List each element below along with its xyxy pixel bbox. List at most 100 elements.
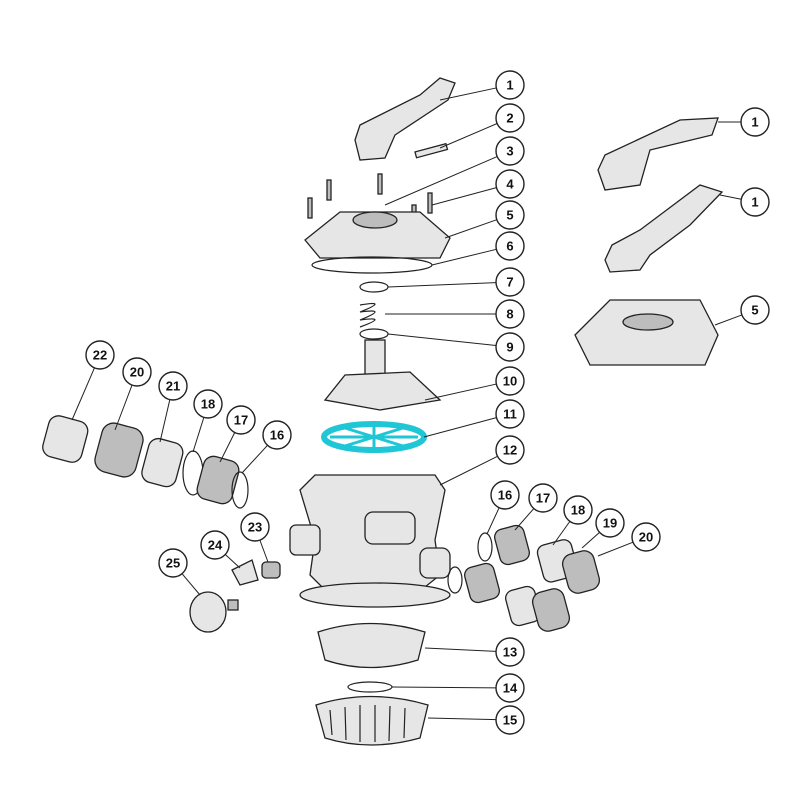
callout-label: 24 — [208, 538, 223, 553]
part-cover — [304, 211, 451, 259]
callout-part-14: 14 — [495, 673, 525, 703]
callout-part-3: 3 — [495, 136, 525, 166]
part-drain — [189, 559, 281, 633]
callouts: 1234567891011121314151152220211817162324… — [85, 70, 770, 735]
callout-part-1: 1 — [740, 187, 770, 217]
part-spring — [359, 302, 376, 328]
callout-circle — [495, 435, 525, 465]
callout-circle — [495, 637, 525, 667]
callout-circle — [200, 530, 230, 560]
callout-circle — [495, 200, 525, 230]
part-base — [317, 622, 426, 669]
part-rotor-gasket-highlighted — [321, 421, 427, 453]
part-rotor — [323, 371, 442, 411]
leader-line — [431, 248, 497, 266]
callout-label: 8 — [506, 307, 513, 322]
callout-part-15: 15 — [495, 705, 525, 735]
leader-line — [423, 417, 497, 438]
callout-label: 22 — [93, 348, 107, 363]
leader-line — [424, 647, 497, 652]
callout-circle — [122, 357, 152, 387]
callout-part-5: 5 — [740, 295, 770, 325]
part-body-port — [419, 547, 451, 579]
callout-part-21: 21 — [158, 371, 188, 401]
part-left-union — [42, 415, 249, 509]
leader-line — [714, 314, 743, 326]
callout-circle — [262, 420, 292, 450]
callout-part-7: 7 — [495, 267, 525, 297]
callout-part-1: 1 — [740, 107, 770, 137]
callout-label: 19 — [603, 516, 617, 531]
callout-part-8: 8 — [495, 299, 525, 329]
part-body-port — [364, 511, 416, 545]
part-body-port — [289, 524, 321, 556]
callout-circle — [740, 107, 770, 137]
leader-line — [387, 282, 497, 288]
callout-label: 12 — [503, 443, 517, 458]
callout-circle — [495, 332, 525, 362]
callout-label: 23 — [248, 520, 262, 535]
leader-line — [597, 541, 634, 557]
part-handle-alt — [597, 117, 719, 191]
callout-circle — [495, 399, 525, 429]
callout-label: 16 — [270, 428, 284, 443]
leader-line — [427, 717, 497, 721]
callout-label: 4 — [506, 177, 514, 192]
callout-circle — [495, 366, 525, 396]
callout-part-12: 12 — [495, 435, 525, 465]
callout-circle — [495, 136, 525, 166]
part-basket-slots — [329, 705, 406, 742]
leader-line — [259, 539, 269, 563]
part-washer — [359, 328, 389, 340]
callout-circle — [495, 103, 525, 133]
leader-line — [431, 187, 497, 206]
part-handle — [354, 77, 456, 161]
leader-line — [241, 444, 268, 474]
callout-part-19: 19 — [595, 508, 625, 538]
leader-line — [384, 156, 498, 206]
callout-circle — [495, 169, 525, 199]
part-base-o-ring — [347, 681, 393, 693]
callout-circle — [740, 295, 770, 325]
part-cover-alt — [574, 299, 719, 366]
callout-circle — [226, 405, 256, 435]
callout-part-20: 20 — [122, 357, 152, 387]
callout-label: 14 — [503, 681, 518, 696]
callout-circle — [193, 389, 223, 419]
callout-circle — [563, 495, 593, 525]
callout-circle — [495, 231, 525, 261]
parts — [42, 77, 724, 746]
callout-part-17: 17 — [226, 405, 256, 435]
leader-line — [439, 87, 497, 101]
callout-label: 2 — [506, 111, 513, 126]
callout-circle — [495, 299, 525, 329]
leader-line — [71, 367, 95, 421]
callout-circle — [495, 673, 525, 703]
part-pin — [414, 142, 449, 159]
leader-line — [159, 399, 171, 443]
callout-circle — [158, 548, 188, 578]
leader-line — [581, 531, 600, 549]
callout-label: 21 — [166, 379, 180, 394]
callout-label: 6 — [506, 239, 513, 254]
callout-label: 13 — [503, 645, 517, 660]
callout-label: 10 — [503, 374, 517, 389]
callout-part-20: 20 — [631, 522, 661, 552]
callout-label: 17 — [234, 413, 248, 428]
part-cover-alt-hub — [622, 313, 674, 331]
callout-label: 16 — [498, 488, 512, 503]
callout-circle — [495, 70, 525, 100]
leader-lines — [71, 87, 743, 721]
leader-line — [439, 455, 498, 486]
leader-line — [719, 194, 742, 200]
leader-line — [439, 123, 498, 149]
part-strainer-basket — [315, 695, 429, 746]
callout-label: 11 — [503, 407, 517, 422]
callout-label: 7 — [506, 275, 513, 290]
callout-label: 5 — [506, 208, 513, 223]
leader-line — [114, 384, 133, 431]
part-handle-grip — [604, 184, 724, 273]
part-right-unions — [447, 524, 601, 632]
leader-line — [424, 383, 497, 401]
